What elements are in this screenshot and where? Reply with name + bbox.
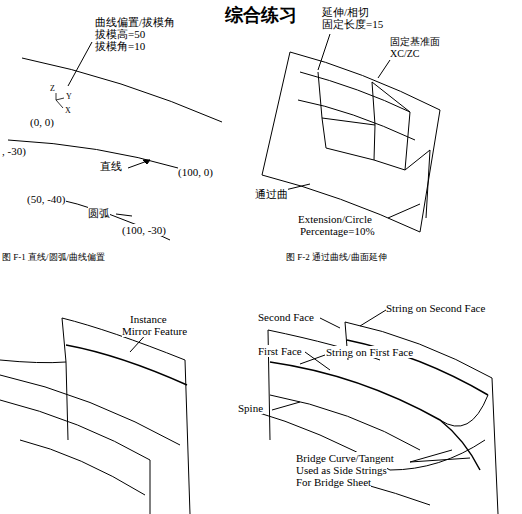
extension-patch: [372, 82, 410, 170]
leader-line: [378, 60, 390, 78]
arrowhead: [143, 160, 150, 164]
leader-line: [410, 458, 470, 462]
extension-patch: [405, 150, 430, 218]
callout-text: String on Second Face: [386, 302, 485, 314]
leader-line: [360, 310, 386, 326]
mirror-curve: [66, 345, 187, 385]
callout-text: Mirror Feature: [122, 325, 187, 337]
offset-curve: [22, 58, 222, 122]
surface-edge: [20, 440, 145, 495]
callout-text: First Face: [258, 345, 302, 357]
parameter: 拔模高=50: [95, 28, 145, 40]
callout-text: 圆弧: [88, 207, 110, 219]
bridge-curve: [440, 395, 488, 426]
surface-edge: [290, 52, 440, 110]
surface-edge: [0, 400, 150, 514]
parameter: 固定长度=15: [322, 18, 383, 30]
callout-text: 通过曲: [255, 188, 288, 200]
surface-edge: [0, 375, 180, 445]
spine-curve: [270, 395, 420, 450]
callout-text: Extension/Circle: [298, 213, 372, 225]
surface-edge: [262, 175, 420, 232]
leader-line: [272, 402, 300, 410]
coordinate: (100, 0): [178, 166, 213, 178]
surface-edge: [62, 318, 66, 362]
surface-edge: [0, 360, 68, 440]
page-title: 综合练习: [225, 3, 297, 27]
through-curve: [298, 100, 415, 140]
axis-triad: [56, 93, 64, 108]
surface-edge: [420, 110, 440, 232]
leader-line: [128, 160, 150, 168]
axis-label: Z: [50, 84, 55, 93]
leader-line: [388, 204, 420, 218]
parameter: XC/ZC: [390, 48, 419, 59]
extension-patch: [322, 118, 375, 160]
leader-line: [300, 355, 325, 364]
through-curve: [300, 72, 410, 112]
callout-text: Spine: [238, 402, 263, 414]
leader-line: [318, 34, 330, 70]
parameter: 拔模角=10: [95, 40, 145, 52]
callout-text: 延伸/相切: [322, 6, 369, 18]
coordinate: (50, -40): [27, 193, 66, 205]
leader-line: [116, 214, 132, 216]
callout-text: Bridge Curve/Tangent: [296, 452, 394, 464]
callout-text: String on First Face: [326, 346, 413, 358]
callout-text: Instance: [130, 313, 167, 325]
leader-line: [68, 42, 92, 86]
line-curve: [8, 140, 178, 168]
leader-line: [285, 184, 310, 190]
callout-text: 曲线偏置/拔模角: [95, 16, 175, 28]
coordinate: , -30): [2, 145, 26, 157]
string-first-face: [270, 362, 480, 470]
parameter: Percentage=10%: [300, 225, 375, 237]
callout-text: Used as Side Strings: [296, 464, 387, 476]
callout-text: 直线: [100, 160, 122, 172]
figure-caption: 图 F-2 通过曲线/曲面延伸: [286, 252, 387, 262]
surface-edge: [262, 52, 290, 175]
coordinate: (0, 0): [30, 116, 54, 128]
axis-label: Y: [66, 92, 72, 101]
callout-text: Second Face: [258, 311, 314, 323]
coordinate: (100, -30): [122, 224, 166, 236]
callout-text: For Bridge Sheet: [296, 476, 371, 488]
bridge-curve: [390, 440, 485, 470]
extension-patch: [318, 72, 375, 125]
figure-caption: 图 F-1 直线/圆弧/曲线偏置: [2, 252, 105, 262]
leader-line: [320, 318, 340, 328]
surface-edge: [185, 360, 190, 514]
callout-text: 固定基准面: [390, 36, 440, 47]
axis-label: X: [65, 106, 71, 115]
